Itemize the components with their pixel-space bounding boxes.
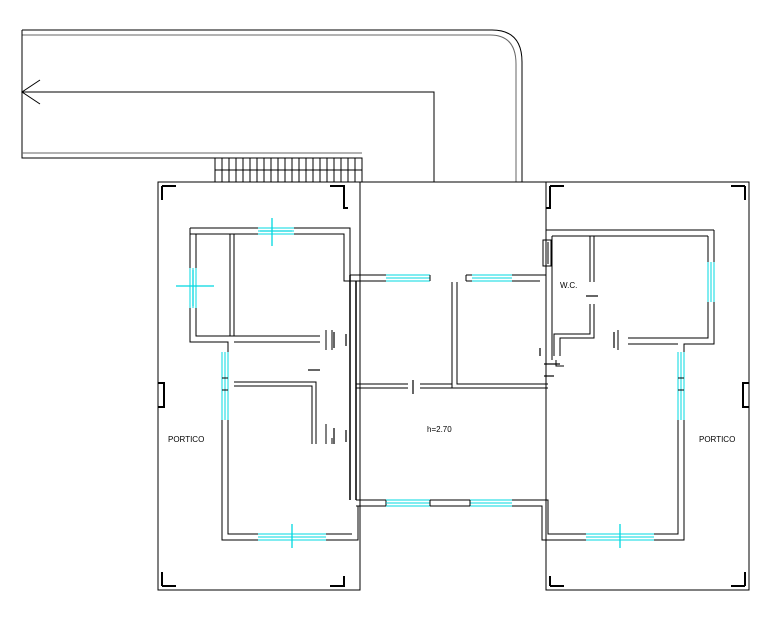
window-bottom-left: [258, 524, 326, 548]
column-block: [542, 239, 552, 267]
window-right-middle: [677, 352, 685, 420]
window-left-side: [176, 268, 214, 308]
window-top-left: [258, 218, 294, 246]
walls: [189, 227, 715, 541]
window-right-side: [707, 262, 715, 302]
entrance-stairs: [214, 157, 363, 183]
door-markers: [308, 295, 615, 444]
window-left-middle: [221, 352, 229, 420]
outer-perimeter: [157, 181, 750, 591]
window-bottom-right: [586, 524, 654, 548]
label-wc: W.C.: [560, 281, 577, 290]
window-central-top: [386, 274, 512, 282]
window-central-bottom: [386, 499, 512, 507]
ramp-direction-arrow: [21, 79, 41, 105]
windows: [176, 218, 715, 548]
access-ramp: [21, 29, 523, 182]
label-portico-right: PORTICO: [699, 435, 735, 444]
window-frames: [222, 275, 684, 506]
label-portico-left: PORTICO: [168, 435, 204, 444]
label-ceiling-height: h=2.70: [427, 425, 452, 434]
column-hatch: [545, 242, 549, 264]
portico-pillars: [158, 185, 749, 587]
